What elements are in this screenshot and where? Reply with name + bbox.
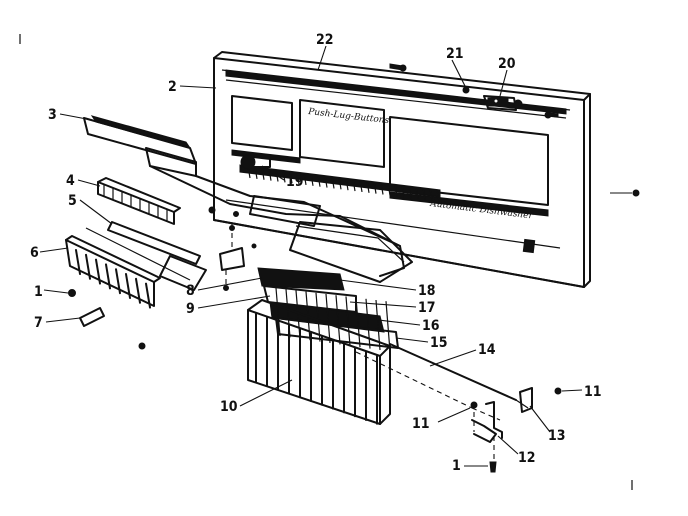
callout-21: 21 xyxy=(446,46,464,62)
callout-22: 22 xyxy=(316,32,334,48)
screw-panel-end xyxy=(632,189,640,197)
clip-13 xyxy=(519,387,533,413)
slot-tooth xyxy=(317,174,321,187)
slot-tooth xyxy=(373,181,377,194)
button-strip-4 xyxy=(97,177,181,225)
slot-tooth xyxy=(436,189,440,202)
callout-14: 14 xyxy=(478,342,496,358)
slot-tooth xyxy=(380,182,384,195)
timer-block-10 xyxy=(247,299,391,425)
callout-3: 3 xyxy=(48,107,57,123)
callout-18: 18 xyxy=(418,283,436,299)
callout-16: 16 xyxy=(422,318,440,334)
contact-finger xyxy=(115,268,121,295)
slot-tooth xyxy=(359,179,363,193)
stack-fin xyxy=(365,298,371,349)
callout-12: 12 xyxy=(518,450,536,466)
slot-tooth xyxy=(303,172,307,186)
callout-11-left: 11 xyxy=(412,416,430,432)
callout-17: 17 xyxy=(418,300,436,316)
callout-20: 20 xyxy=(498,56,516,72)
screw-1-left xyxy=(68,289,76,297)
rail-5 xyxy=(85,221,207,291)
trim-bracket-3 xyxy=(83,115,413,283)
contact-finger xyxy=(145,282,151,309)
stack-fin xyxy=(355,297,361,348)
slot-tooth xyxy=(254,166,258,179)
slot-tooth xyxy=(310,173,314,186)
callout-10: 10 xyxy=(220,399,238,415)
callout-6: 6 xyxy=(30,245,39,261)
rod-14 xyxy=(389,343,529,409)
stack-fin xyxy=(345,296,351,346)
callout-labels: 22 21 20 2 3 19 4 5 6 1 7 18 17 8 16 9 1… xyxy=(30,32,602,474)
screw-11-right xyxy=(554,387,562,395)
stack-fin xyxy=(315,292,321,342)
contact-finger xyxy=(85,253,91,280)
screw-21-top xyxy=(389,63,407,72)
callout-4: 4 xyxy=(66,173,75,189)
slot-tooth xyxy=(415,186,419,199)
screw-panel-right xyxy=(544,111,559,119)
screw-11-left xyxy=(470,401,478,409)
slot-tooth xyxy=(324,175,328,188)
callout-5: 5 xyxy=(68,193,77,209)
callout-1-left: 1 xyxy=(34,284,43,300)
stack-fin xyxy=(335,295,341,345)
callout-7: 7 xyxy=(34,315,43,331)
slot-tooth xyxy=(261,167,265,180)
stack-fin xyxy=(325,293,331,344)
slot-tooth xyxy=(387,183,391,196)
callout-11-right: 11 xyxy=(584,384,602,400)
slot-tooth xyxy=(408,185,412,199)
contact-finger xyxy=(135,277,141,304)
callout-19: 19 xyxy=(286,174,304,190)
slot-tooth xyxy=(331,176,335,189)
callout-15: 15 xyxy=(430,335,448,351)
callout-1-bottom: 1 xyxy=(452,458,461,474)
slot-tooth xyxy=(422,187,426,200)
bracket-12 xyxy=(471,401,503,443)
stack-fin xyxy=(275,287,281,337)
slot-tooth xyxy=(366,180,370,193)
slot-tooth xyxy=(345,178,349,191)
contact-finger xyxy=(105,263,111,290)
slot-tooth xyxy=(289,171,293,184)
switch-20 xyxy=(483,95,523,111)
slot-tooth xyxy=(429,188,433,201)
callout-8: 8 xyxy=(186,283,195,299)
slot-tooth xyxy=(394,184,398,197)
slot-tooth xyxy=(296,171,300,185)
slot-tooth xyxy=(282,170,286,183)
slot-tooth xyxy=(352,178,356,192)
callout-9: 9 xyxy=(186,301,195,317)
callout-13: 13 xyxy=(548,428,566,444)
contact-finger xyxy=(75,249,81,275)
contact-finger xyxy=(95,258,101,285)
mount-bracket xyxy=(219,224,257,291)
clip-7 xyxy=(79,307,105,327)
screw-left-bottom xyxy=(138,342,146,350)
leader-lines xyxy=(39,45,632,467)
slot-tooth xyxy=(401,185,405,198)
panel-slot-teeth xyxy=(247,165,440,202)
callout-2: 2 xyxy=(168,79,177,95)
stack-fin xyxy=(385,301,391,352)
contact-plate-6 xyxy=(65,235,161,309)
contact-finger xyxy=(125,273,131,299)
knob-19 xyxy=(240,154,271,170)
slot-tooth xyxy=(338,177,342,190)
screw-1-bottom xyxy=(489,461,497,473)
